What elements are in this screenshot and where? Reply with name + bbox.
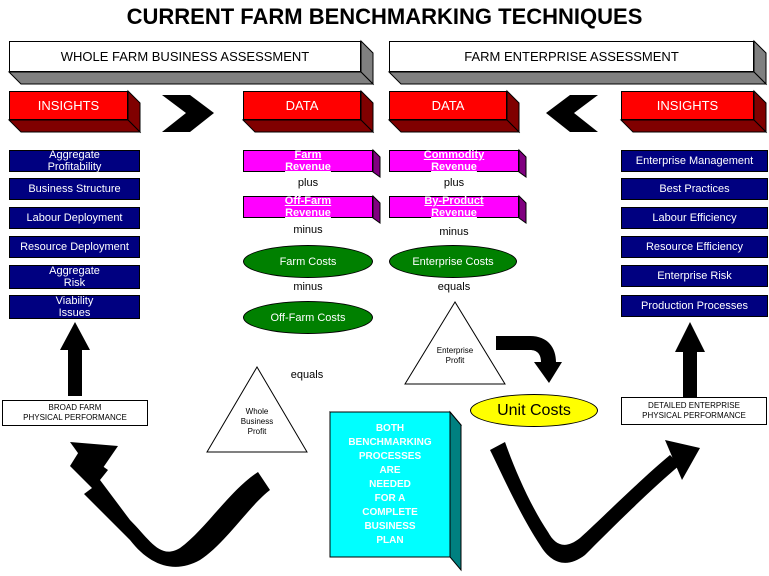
off-farm-costs-oval: Off-Farm Costs bbox=[243, 301, 373, 334]
left-insight-viability-issues: Viability Issues bbox=[9, 295, 140, 319]
left-insight-business-structure: Business Structure bbox=[9, 178, 140, 200]
enterprise-profit-label: Enterprise Profit bbox=[436, 346, 474, 365]
commodity-revenue-box: Commodity Revenue bbox=[389, 149, 519, 173]
right-banner-depth bbox=[387, 39, 768, 86]
right-up-arrow bbox=[675, 322, 705, 398]
profit-to-unitcost-arrow bbox=[496, 336, 562, 383]
enterprise-costs-oval: Enterprise Costs bbox=[389, 245, 517, 278]
whole-business-profit-label: Whole Business Profit bbox=[240, 407, 274, 436]
whole-business-profit-triangle bbox=[206, 366, 308, 453]
enterprise-profit-triangle bbox=[404, 301, 506, 385]
left-swoosh-arrow bbox=[70, 450, 270, 567]
cyan-box-side bbox=[449, 410, 462, 572]
left-insight-resource-deployment: Resource Deployment bbox=[9, 236, 140, 258]
off-farm-revenue-box: Off-Farm Revenue bbox=[243, 195, 373, 219]
left-insight-aggregate-profitability: Aggregate Profitability bbox=[9, 149, 140, 173]
left-minus-label-1: minus bbox=[293, 224, 323, 236]
right-minus-label: minus bbox=[439, 226, 469, 238]
farm-enterprise-banner: FARM ENTERPRISE ASSESSMENT bbox=[389, 41, 754, 72]
right-data-header: DATA bbox=[389, 91, 507, 120]
left-plus-label: plus bbox=[297, 177, 319, 189]
left-data-header: DATA bbox=[243, 91, 361, 120]
cyan-box-face bbox=[329, 411, 451, 558]
left-insight-aggregate-risk: Aggregate Risk bbox=[9, 265, 140, 289]
right-insight-production-processes: Production Processes bbox=[621, 295, 768, 317]
left-up-arrow bbox=[60, 322, 90, 396]
right-insight-best-practices: Best Practices bbox=[621, 178, 768, 200]
right-swoosh-arrow bbox=[490, 442, 680, 563]
left-banner-depth bbox=[7, 39, 375, 86]
right-insight-enterprise-management: Enterprise Management bbox=[621, 150, 768, 172]
left-chevron-arrow bbox=[162, 95, 214, 132]
right-insight-resource-efficiency: Resource Efficiency bbox=[621, 236, 768, 258]
right-equals-label: equals bbox=[437, 281, 471, 293]
left-equals-label: equals bbox=[290, 369, 324, 381]
both-processes-needed-text: BOTH BENCHMARKING PROCESSES ARE NEEDED F… bbox=[348, 423, 432, 546]
broad-farm-physical-performance: BROAD FARM PHYSICAL PERFORMANCE bbox=[2, 400, 148, 426]
right-insights-header: INSIGHTS bbox=[621, 91, 754, 120]
detailed-enterprise-physical-performance: DETAILED ENTERPRISE PHYSICAL PERFORMANCE bbox=[621, 397, 767, 425]
whole-farm-banner: WHOLE FARM BUSINESS ASSESSMENT bbox=[9, 41, 361, 72]
right-plus-label: plus bbox=[443, 177, 465, 189]
farm-revenue-box: Farm Revenue bbox=[243, 149, 373, 173]
by-product-revenue-box: By-Product Revenue bbox=[389, 195, 519, 219]
right-insight-enterprise-risk: Enterprise Risk bbox=[621, 265, 768, 287]
left-insights-header: INSIGHTS bbox=[9, 91, 128, 120]
right-insight-labour-efficiency: Labour Efficiency bbox=[621, 207, 768, 229]
left-insight-labour-deployment: Labour Deployment bbox=[9, 207, 140, 229]
farm-costs-oval: Farm Costs bbox=[243, 245, 373, 278]
unit-costs-oval: Unit Costs bbox=[470, 394, 598, 427]
right-chevron-arrow bbox=[546, 95, 598, 132]
left-minus-label-2: minus bbox=[293, 281, 323, 293]
page-title: CURRENT FARM BENCHMARKING TECHNIQUES bbox=[126, 4, 643, 29]
